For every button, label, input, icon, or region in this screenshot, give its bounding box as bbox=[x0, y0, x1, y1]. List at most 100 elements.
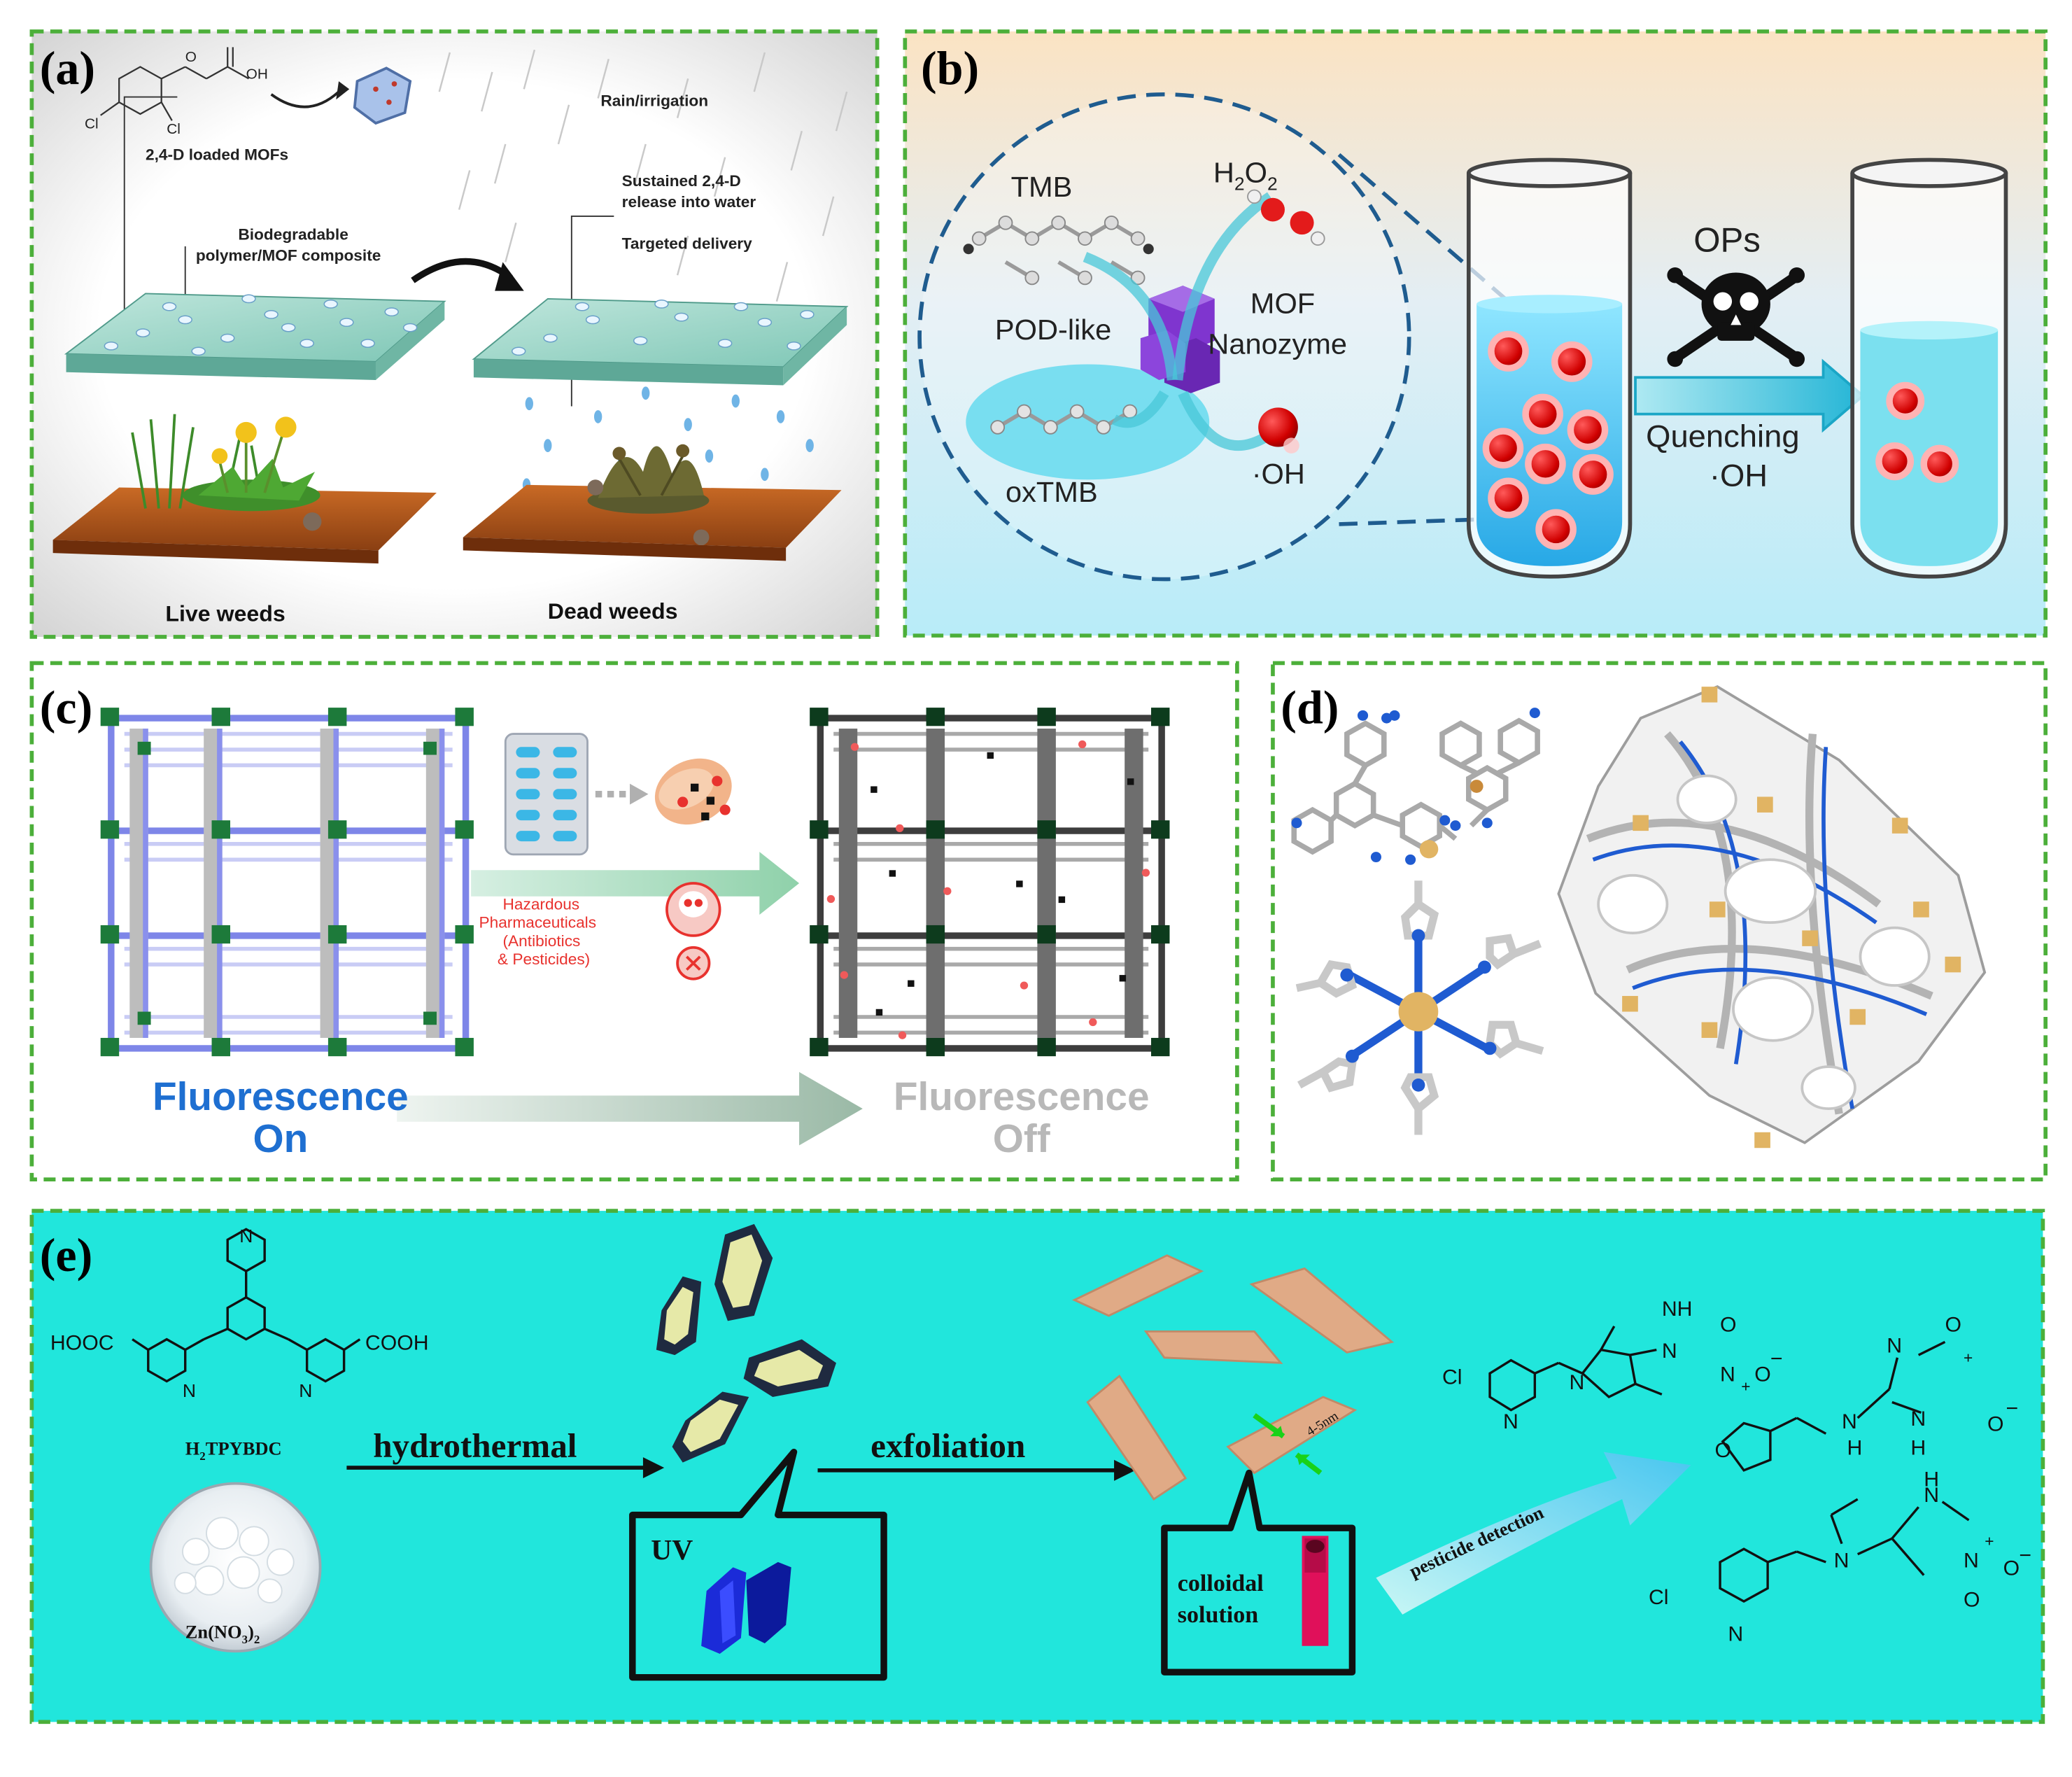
fluorescence-on-label: On bbox=[253, 1116, 308, 1160]
ligand-structure bbox=[1291, 717, 1540, 855]
mof-label: MOF bbox=[1250, 288, 1315, 320]
hazard-label: & Pesticides) bbox=[498, 950, 590, 968]
atom-label: N bbox=[1842, 1410, 1857, 1433]
rain-streaks bbox=[438, 49, 848, 354]
h2o2-hydrogen bbox=[1310, 231, 1325, 246]
framework-fluorescent bbox=[100, 708, 474, 1057]
atom-label: + bbox=[1741, 1378, 1750, 1396]
h2o2-oxygen bbox=[1260, 197, 1285, 222]
mof-label: 2,4-D loaded MOFs bbox=[146, 146, 288, 164]
composite-slab-right bbox=[472, 297, 849, 386]
zinc-nitrate-label: Zn(NO3)2 bbox=[185, 1622, 260, 1646]
nanosheets bbox=[1072, 1254, 1395, 1501]
atom-label: O bbox=[1754, 1363, 1771, 1386]
exfoliation-label: exfoliation bbox=[871, 1426, 1025, 1465]
atom-label: N bbox=[1924, 1484, 1939, 1507]
tmb-atoms bbox=[971, 216, 1146, 286]
crystal-powder bbox=[174, 1517, 295, 1603]
atom-label: O bbox=[1945, 1314, 1961, 1337]
2-4-d-molecule bbox=[100, 47, 250, 121]
live-weeds-label: Live weeds bbox=[165, 601, 285, 626]
nanozyme-label: Nanozyme bbox=[1208, 328, 1347, 360]
colloidal-label: solution bbox=[1178, 1602, 1259, 1628]
ligand-h2tpybdc bbox=[132, 1228, 361, 1383]
ring-n-label: N bbox=[239, 1225, 253, 1246]
arrow-head bbox=[495, 262, 524, 291]
callout-line bbox=[123, 96, 178, 344]
panel-a: (a) Cl Cl O OH bbox=[29, 29, 880, 639]
loaded-drug-dot bbox=[391, 81, 397, 87]
cooh-label: COOH bbox=[365, 1332, 429, 1355]
atom-label: O bbox=[2003, 1557, 2020, 1580]
transfer-arrow bbox=[411, 258, 513, 283]
hooc-label: HOOC bbox=[50, 1332, 114, 1355]
reaction-arc bbox=[1111, 390, 1169, 428]
oxtmb-label: oxTMB bbox=[1006, 476, 1098, 508]
soil-left-side bbox=[52, 540, 379, 564]
nitrogen-atoms bbox=[1291, 708, 1540, 865]
atom-label: N bbox=[1503, 1410, 1518, 1433]
ligand-name-label: H2TPYBDC bbox=[185, 1438, 282, 1462]
rain-label: Rain/irrigation bbox=[600, 92, 708, 110]
soil-left bbox=[52, 487, 437, 551]
quench-arrow bbox=[471, 852, 800, 915]
arrow-head bbox=[336, 81, 350, 100]
targeted-label: Targeted delivery bbox=[622, 235, 753, 253]
oxtmb-cloud bbox=[966, 364, 1210, 480]
nitenpyram-structure bbox=[1719, 1498, 1970, 1603]
panel-d: (d) bbox=[1271, 661, 2048, 1181]
fluorescence-off-label: Fluorescence bbox=[894, 1074, 1150, 1118]
metal-node bbox=[1470, 780, 1483, 793]
atom-label: − bbox=[2006, 1397, 2018, 1420]
soil-right bbox=[463, 484, 842, 548]
imidacloprid-structure bbox=[1488, 1326, 1663, 1412]
ring-n-label: N bbox=[183, 1380, 196, 1401]
atom-label: Cl bbox=[1649, 1586, 1669, 1609]
atom-label: N bbox=[1728, 1622, 1743, 1645]
atom-label: H bbox=[1910, 1437, 1926, 1460]
framework-quenched bbox=[810, 708, 1170, 1057]
uv-crystals bbox=[701, 1561, 791, 1654]
hazard-skull-icon bbox=[665, 882, 721, 981]
panel-e-letter: (e) bbox=[40, 1230, 93, 1282]
3d-framework bbox=[1557, 685, 1987, 1149]
release-label: Sustained 2,4-D bbox=[622, 172, 741, 190]
panel-b-letter: (b) bbox=[921, 42, 979, 94]
atom-label: N bbox=[1662, 1340, 1677, 1363]
pill-pack-icon bbox=[504, 733, 589, 856]
colloidal-label: colloidal bbox=[1178, 1571, 1264, 1596]
pesticide-detection-arrow bbox=[1376, 1452, 1691, 1615]
adsorbed-pollutants bbox=[826, 740, 1150, 1039]
atom-label: N bbox=[1910, 1407, 1926, 1431]
reaction-arc bbox=[1172, 192, 1274, 381]
uv-label: UV bbox=[651, 1533, 693, 1566]
reaction-arc bbox=[1178, 391, 1276, 451]
ops-label: OPs bbox=[1693, 222, 1761, 260]
atom-label: N bbox=[1834, 1550, 1849, 1573]
hydroxyl-radical bbox=[1258, 407, 1298, 447]
composite-label: polymer/MOF composite bbox=[196, 247, 381, 265]
hazard-label: (Antibiotics bbox=[503, 932, 581, 950]
panel-c: (c) bbox=[29, 661, 1239, 1181]
dead-weeds-label: Dead weeds bbox=[548, 598, 678, 624]
atom-label: H bbox=[1847, 1437, 1863, 1460]
colloid-vial bbox=[1302, 1536, 1329, 1646]
panel-b: (b) bbox=[903, 29, 2048, 638]
mof-crystals bbox=[656, 1223, 836, 1463]
dead-weed bbox=[587, 444, 710, 545]
panel-d-letter: (d) bbox=[1281, 682, 1339, 734]
composite-label: Biodegradable bbox=[238, 226, 348, 244]
mof-crystal-icon bbox=[353, 66, 412, 125]
atom-label: Cl bbox=[85, 116, 99, 132]
tmb-label: TMB bbox=[1011, 171, 1073, 203]
h2o2-hydrogen bbox=[1247, 189, 1262, 204]
arrow-head bbox=[630, 783, 649, 805]
hydroxyl-radical-h bbox=[1283, 437, 1299, 454]
oxtmb-atoms bbox=[990, 404, 1138, 435]
fluorescence-off-label: Off bbox=[993, 1116, 1050, 1160]
atom-label: H bbox=[1924, 1468, 1939, 1491]
soil-right-side bbox=[463, 537, 787, 561]
reaction-arc bbox=[1083, 252, 1178, 381]
hydrothermal-label: hydrothermal bbox=[373, 1426, 577, 1465]
atom-label: N bbox=[1887, 1334, 1902, 1357]
